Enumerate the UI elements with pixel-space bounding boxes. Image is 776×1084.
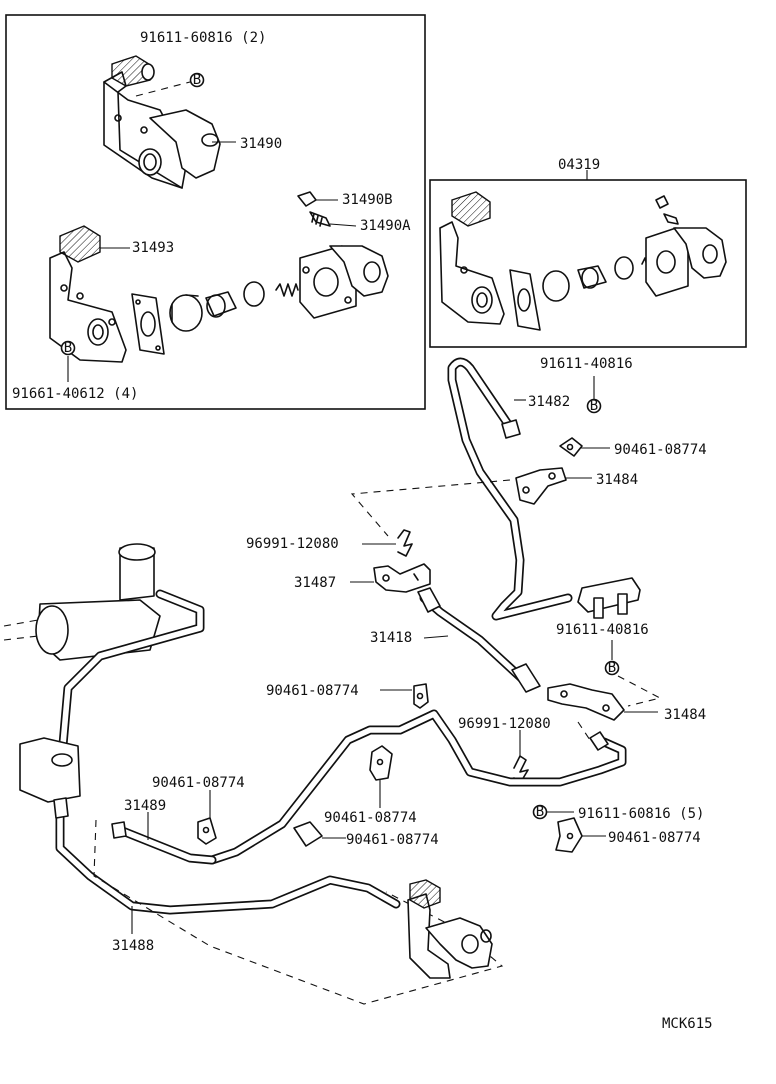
clip-90461-08774-c [197,817,217,845]
pipe-31488 [53,797,401,915]
bolt-marker-b-3 [586,398,602,414]
callout-31489: 31489 [124,798,166,814]
clip-90461-08774-e [293,821,323,847]
callout-90461-08774-c: 90461-08774 [152,775,245,791]
bolt-marker-text: B [64,340,72,356]
callout-31493: 31493 [132,240,174,256]
callout-31484-a: 31484 [596,472,638,488]
inset-frame-repair-kit [429,179,747,348]
callout-31482: 31482 [528,394,570,410]
callout-31490a: 31490A [360,218,411,234]
callout-31487: 31487 [294,575,336,591]
callout-90461-08774-b: 90461-08774 [266,683,359,699]
kit-boot [542,270,570,302]
bolt-marker-b-2 [60,340,76,356]
bolt-marker-b-1 [189,72,205,88]
callout-04319: 04319 [558,157,600,173]
bolt-marker-b-4 [604,660,620,676]
callout-31484-b: 31484 [664,707,706,723]
callout-90461-08774-d: 90461-08774 [324,810,417,826]
bolt-marker-text: B [193,72,201,88]
callout-90461-08774-f: 90461-08774 [608,830,701,846]
bolt-marker-text: B [608,660,616,676]
master-cylinder-bottom [407,879,493,979]
clip-90461-08774-f [555,817,583,853]
bleeder-cap-31490b [297,191,317,207]
hose-31418 [417,587,541,693]
clip-96991-12080-a [397,529,413,557]
kit-bracket [439,191,505,325]
bleeder-plug-31490a [309,211,331,227]
callout-91611-60816-2: 91611-60816 (2) [140,30,266,46]
callout-90461-08774-e: 90461-08774 [346,832,439,848]
pipe-31489 [111,821,217,865]
gasket-seal [131,293,165,355]
callout-31490: 31490 [240,136,282,152]
piston-cup [243,281,265,307]
pipe-31482 [447,357,573,621]
clip-96991-12080-b [513,755,529,781]
callout-91611-40816-b: 91611-40816 [556,622,649,638]
bracket-31484-lower [547,683,625,721]
diagram-code: MCK615 [662,1016,713,1032]
pipe-main-middle [207,709,627,865]
kit-cup [614,256,634,280]
callout-91611-60816-5: 91611-60816 (5) [578,806,704,822]
clip-90461-08774-b [413,683,429,709]
clip-90461-08774-d [369,745,393,781]
inset-frame-master-cylinder [5,14,426,410]
reservoir-booster [3,543,205,803]
kit-gasket [509,269,541,331]
piston [205,291,237,318]
callout-31488: 31488 [112,938,154,954]
callout-90461-08774-a: 90461-08774 [614,442,707,458]
callout-31418: 31418 [370,630,412,646]
master-cylinder-body-lower [299,245,389,319]
callout-96991-12080-a: 96991-12080 [246,536,339,552]
boot-cup [169,294,203,332]
callout-31490b: 31490B [342,192,393,208]
callout-96991-12080-b: 96991-12080 [458,716,551,732]
spring [275,283,299,297]
clip-90461-08774-a [559,437,583,457]
bolt-marker-text: B [536,804,544,820]
callout-91611-40816-a: 91611-40816 [540,356,633,372]
bracket-31484-upper [515,467,567,505]
bolt-marker-text: B [590,398,598,414]
joint-block [577,577,641,619]
bracket-31487 [373,563,431,593]
callout-91661-40612-4: 91661-40612 (4) [12,386,138,402]
master-cylinder-assembly-upper [103,55,221,189]
kit-piston [577,265,607,289]
kit-body [645,195,727,297]
bracket-31493 [49,225,127,363]
bolt-marker-b-5 [532,804,548,820]
